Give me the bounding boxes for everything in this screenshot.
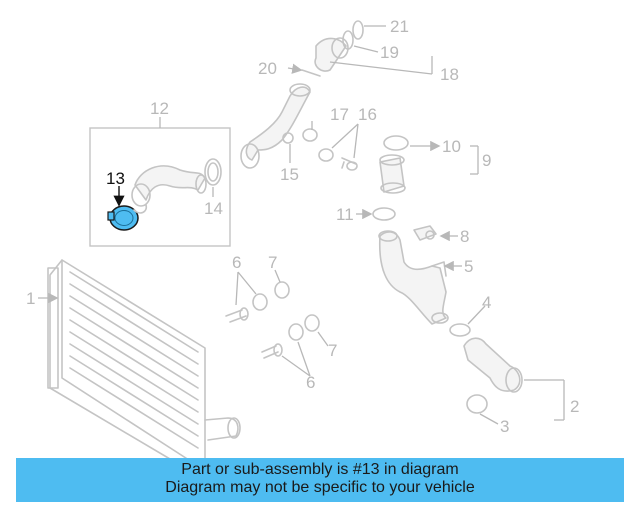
callout-5: 5 xyxy=(464,257,473,276)
part-6-bolts-lower xyxy=(261,323,311,377)
part-3-clamp xyxy=(466,394,499,425)
part-1-intercooler xyxy=(38,259,241,473)
callout-17: 17 xyxy=(330,105,349,124)
callout-2: 2 xyxy=(570,397,579,416)
callout-6b: 6 xyxy=(306,373,315,392)
callout-9: 9 xyxy=(482,151,491,170)
part-18-connector xyxy=(314,37,349,72)
part-5-pipe xyxy=(378,230,462,325)
callout-1: 1 xyxy=(26,289,35,308)
part-7-bushing-upper xyxy=(274,269,290,299)
part-11-clamp xyxy=(356,207,396,221)
part-16-bolts xyxy=(318,123,359,171)
part-13-clamp[interactable] xyxy=(107,205,139,231)
part-info-banner: Part or sub-assembly is #13 in diagram D… xyxy=(16,458,624,502)
callout-7b: 7 xyxy=(328,341,337,360)
part-12-hose xyxy=(131,165,207,214)
callout-20: 20 xyxy=(258,59,277,78)
callout-14: 14 xyxy=(204,199,223,218)
callout-4: 4 xyxy=(482,293,491,312)
part-20-seal xyxy=(287,63,321,77)
part-10-clamp xyxy=(383,135,441,152)
part-8-sensor xyxy=(413,225,458,242)
part-6-bolts-upper xyxy=(225,271,268,323)
callout-18: 18 xyxy=(440,65,459,84)
callout-3: 3 xyxy=(500,417,509,436)
part-14-seal xyxy=(204,158,222,197)
callout-13: 13 xyxy=(106,169,125,188)
callout-7a: 7 xyxy=(268,253,277,272)
part-2-hose xyxy=(463,337,565,421)
callout-11: 11 xyxy=(336,205,354,224)
part-17-nut xyxy=(302,121,318,142)
part-21-seal xyxy=(352,20,386,40)
callout-16: 16 xyxy=(358,105,377,124)
callout-21: 21 xyxy=(390,17,409,36)
part-15-pipe xyxy=(240,83,311,169)
part-19-seal xyxy=(342,30,379,53)
callout-15: 15 xyxy=(280,165,299,184)
callout-12: 12 xyxy=(150,99,169,118)
banner-line-1: Part or sub-assembly is #13 in diagram xyxy=(181,461,459,478)
part-7-bushing-lower xyxy=(304,314,329,347)
part-9-coupling xyxy=(379,154,406,194)
subassembly-12-box xyxy=(89,117,231,247)
callout-8: 8 xyxy=(460,227,469,246)
banner-line-2: Diagram may not be specific to your vehi… xyxy=(165,479,475,496)
part-4-seal xyxy=(449,305,486,337)
callout-10: 10 xyxy=(442,137,461,156)
callout-6a: 6 xyxy=(232,253,241,272)
callout-19: 19 xyxy=(380,43,399,62)
